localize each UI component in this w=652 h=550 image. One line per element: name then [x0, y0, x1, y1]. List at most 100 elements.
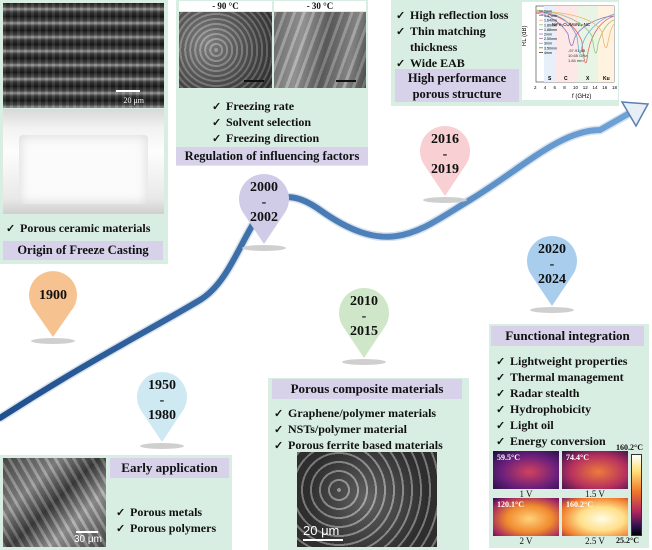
legend-label: 3.50mm — [544, 46, 557, 50]
check-icon: ✓ — [212, 133, 222, 145]
composite-list: ✓Graphene/polymer materials ✓NSTs/polyme… — [274, 405, 443, 453]
check-icon: ✓ — [496, 388, 506, 400]
list-item: ✓Porous polymers — [116, 520, 216, 536]
thermal-image-1-5v: 74.4°C — [562, 451, 628, 489]
legend-label: 1.47mm — [544, 14, 557, 18]
item-label: Energy conversion — [510, 434, 606, 448]
check-icon: ✓ — [496, 356, 506, 368]
list-item: ✓Thin matching — [396, 23, 508, 39]
item-label: Solvent selection — [226, 115, 311, 129]
early-title: Early application — [110, 458, 229, 478]
early-list: ✓Porous metals ✓Porous polymers — [116, 504, 216, 536]
reflection-loss-graph: RL (dB) f (GHz) NiFe₂O₄/MoNi₄-NC S C X K… — [522, 2, 618, 100]
list-item: ✓Freezing direction — [212, 130, 319, 146]
item-label: Porous metals — [130, 505, 203, 519]
pin-year: 2016 — [431, 132, 459, 147]
pin-year: 1950 — [148, 378, 176, 393]
rl-legend: 2mm1.47mm1.64mm1.80mm1.88mm2mm2.50mm3mm3… — [539, 10, 557, 55]
regulation-list: ✓ Freezing rate ✓ Solvent selection ✓Freez… — [212, 98, 319, 146]
check-icon: ✓ — [396, 58, 406, 70]
x-tick-label: 2 — [534, 85, 537, 90]
pin-year: 2002 — [250, 210, 278, 225]
rl-annotation: -57.91 dB — [568, 48, 586, 53]
scale-label: 30 μm — [74, 534, 102, 545]
list-item: ✓Light oil — [496, 417, 627, 433]
pin-year: 1980 — [148, 408, 176, 423]
temp-label-right: - 30 °C — [274, 1, 366, 11]
rl-ylabel: RL (dB) — [522, 26, 528, 46]
scale-max-label: 160.2°C — [616, 443, 643, 452]
check-icon: ✓ — [496, 404, 506, 416]
sem-image-minus90 — [179, 12, 272, 88]
pin-year: 2010 — [350, 294, 378, 309]
voltage-label: 1.5 V — [585, 489, 605, 499]
rl-annotation: 1.84 mm — [568, 58, 584, 63]
sem-image-early: 30 μm — [3, 458, 106, 547]
check-icon: ✓ — [274, 408, 284, 420]
frozen-sample-photo — [3, 109, 164, 214]
thermal-temp: 59.5°C — [497, 453, 520, 462]
x-tick-label: 4 — [544, 85, 547, 90]
check-icon: ✓ — [274, 440, 284, 452]
voltage-label: 2.5 V — [585, 536, 605, 546]
legend-label: 2mm — [544, 10, 552, 14]
x-tick-label: 16 — [602, 85, 608, 90]
functional-title: Functional integration — [491, 326, 644, 346]
legend-label: 2.50mm — [544, 37, 557, 41]
x-tick-label: 10 — [573, 85, 579, 90]
functional-list: ✓Lightweight properties ✓Thermal managem… — [496, 353, 627, 449]
check-icon: ✓ — [212, 117, 222, 129]
list-item: ✓Energy conversion — [496, 433, 627, 449]
item-label: Porous polymers — [130, 521, 217, 535]
pin-marker — [137, 372, 187, 449]
x-tick-label: 12 — [583, 85, 589, 90]
band-x: X — [586, 76, 590, 82]
origin-list: ✓Porous ceramic materials — [6, 220, 150, 236]
scale-label: 20 μm — [123, 96, 144, 105]
high-perf-caption: High performance porous structure — [395, 69, 519, 102]
caption-line: porous structure — [412, 87, 502, 101]
timeline-pin-1950-1980: 1950 - 1980 — [130, 366, 194, 450]
list-item: ✓NSTs/polymer material — [274, 421, 443, 437]
legend-label: 1.88mm — [544, 28, 557, 32]
pin-dash: - — [549, 257, 555, 272]
sem-image-ceramic: 20 μm — [3, 3, 164, 108]
legend-label: 2mm — [544, 33, 552, 37]
list-item: ✓ Solvent selection — [212, 114, 319, 130]
pin-year: 1900 — [39, 288, 67, 303]
legend-label: 4mm — [544, 51, 552, 55]
pin-dash: - — [159, 393, 165, 408]
item-label: Thermal management — [510, 370, 624, 384]
thermal-image-2v: 120.1°C — [493, 498, 559, 536]
list-item: ✓Porous metals — [116, 504, 216, 520]
item-label: High reflection loss — [410, 8, 509, 22]
regulation-caption: Regulation of influencing factors — [176, 147, 368, 165]
pin-dash: - — [442, 147, 448, 162]
pin-dash: - — [361, 309, 367, 324]
pin-marker — [239, 174, 289, 251]
pin-year: 2000 — [250, 180, 278, 195]
pin-year: 2019 — [431, 162, 459, 177]
thermal-temp: 120.1°C — [497, 500, 524, 509]
composite-title: Porous composite materials — [272, 379, 462, 399]
timeline-pin-2010-2015: 2010 - 2015 — [332, 282, 396, 366]
check-icon: ✓ — [396, 26, 406, 38]
list-item: thickness — [396, 39, 508, 55]
item-label: Hydrophobicity — [510, 402, 592, 416]
x-tick-label: 6 — [554, 85, 557, 90]
rl-legend-title: NiFe₂O₄/MoNi₄-NC — [552, 22, 591, 27]
item-label: Freezing rate — [226, 99, 295, 113]
list-item: ✓ Porous ferrite based materials — [274, 437, 443, 453]
pin-dash: - — [261, 195, 267, 210]
x-tick-label: 14 — [593, 85, 599, 90]
thermal-temp: 160.2°C — [566, 500, 593, 509]
caption-line: High performance — [407, 71, 507, 85]
timeline-pin-1900: 1900 — [21, 265, 85, 345]
rl-plot: RL (dB) f (GHz) NiFe₂O₄/MoNi₄-NC S C X K… — [522, 5, 618, 100]
pin-marker — [29, 271, 77, 344]
pin-marker — [339, 288, 389, 365]
check-icon: ✓ — [274, 424, 284, 436]
item-label: Porous ferrite based materials — [288, 438, 443, 452]
thermal-temp: 74.4°C — [566, 453, 589, 462]
